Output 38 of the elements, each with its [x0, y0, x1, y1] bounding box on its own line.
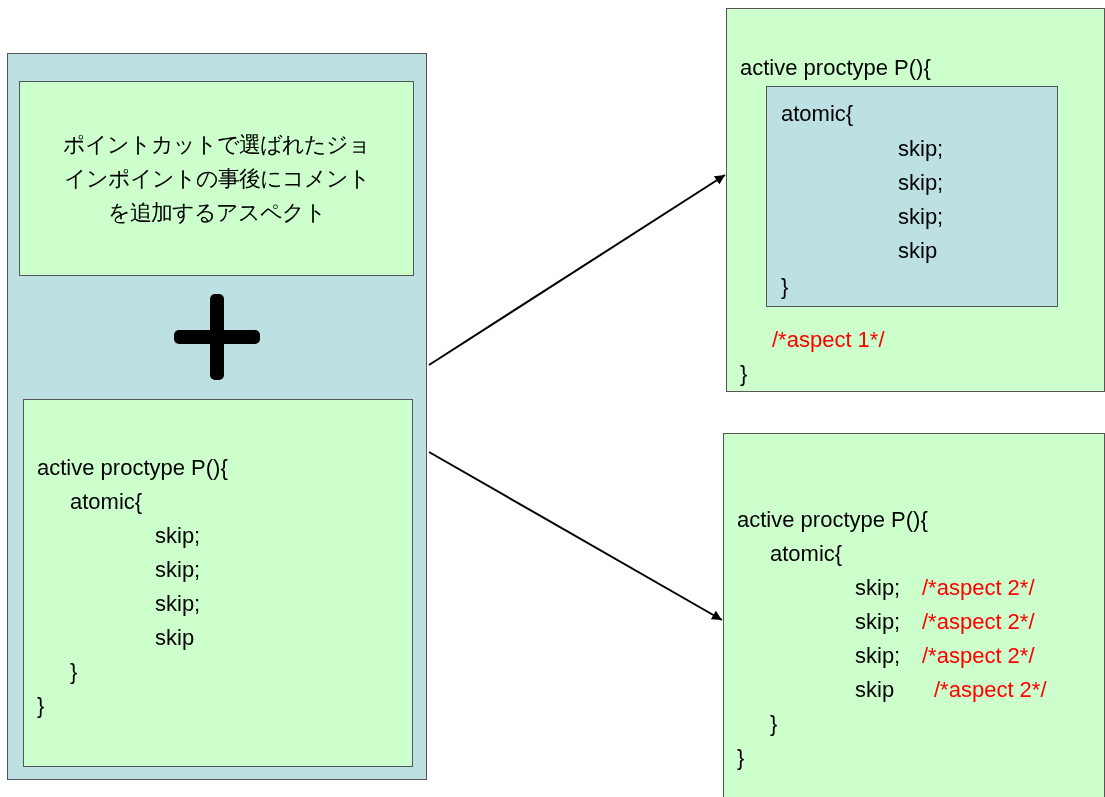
code-line: }	[70, 659, 78, 685]
code-line: skip;	[898, 170, 944, 196]
aspect-comment: /*aspect 1*/	[772, 327, 885, 353]
code-line: skip;	[855, 609, 901, 635]
code-line: skip;	[855, 643, 901, 669]
aspect-comment: /*aspect 2*/	[934, 677, 1047, 703]
code-line: atomic{	[781, 101, 854, 127]
aspect-comment: /*aspect 2*/	[922, 609, 1035, 635]
code-line: }	[781, 274, 789, 300]
code-line: atomic{	[70, 489, 143, 515]
aspect-panel	[7, 53, 427, 780]
atomic-block-box	[766, 86, 1058, 307]
code-line: atomic{	[770, 541, 843, 567]
code-line: skip;	[155, 591, 201, 617]
code-box	[23, 399, 413, 767]
code-line: skip;	[855, 575, 901, 601]
code-line: skip	[855, 677, 895, 703]
arrow	[428, 451, 723, 621]
code-line: }	[737, 745, 745, 771]
aspect-comment: /*aspect 2*/	[922, 575, 1035, 601]
code-line: }	[37, 693, 45, 719]
aspect-comment: /*aspect 2*/	[922, 643, 1035, 669]
code-line: skip;	[155, 557, 201, 583]
code-line: skip	[155, 625, 195, 651]
code-line: active proctype P(){	[740, 55, 931, 81]
arrow	[428, 174, 726, 366]
result-code-box	[726, 8, 1105, 392]
result-code-box	[723, 433, 1105, 797]
aspect-description-box	[19, 81, 414, 276]
code-line: }	[770, 711, 778, 737]
code-line: active proctype P(){	[37, 455, 228, 481]
description-text: ポイントカットで選ばれたジョインポイントの事後にコメントを追加するアスペクト	[62, 130, 371, 227]
code-line: }	[740, 361, 748, 387]
code-line: skip;	[155, 523, 201, 549]
code-line: skip;	[898, 136, 944, 162]
code-line: active proctype P(){	[737, 507, 928, 533]
code-line: skip	[898, 238, 938, 264]
code-line: skip;	[898, 204, 944, 230]
